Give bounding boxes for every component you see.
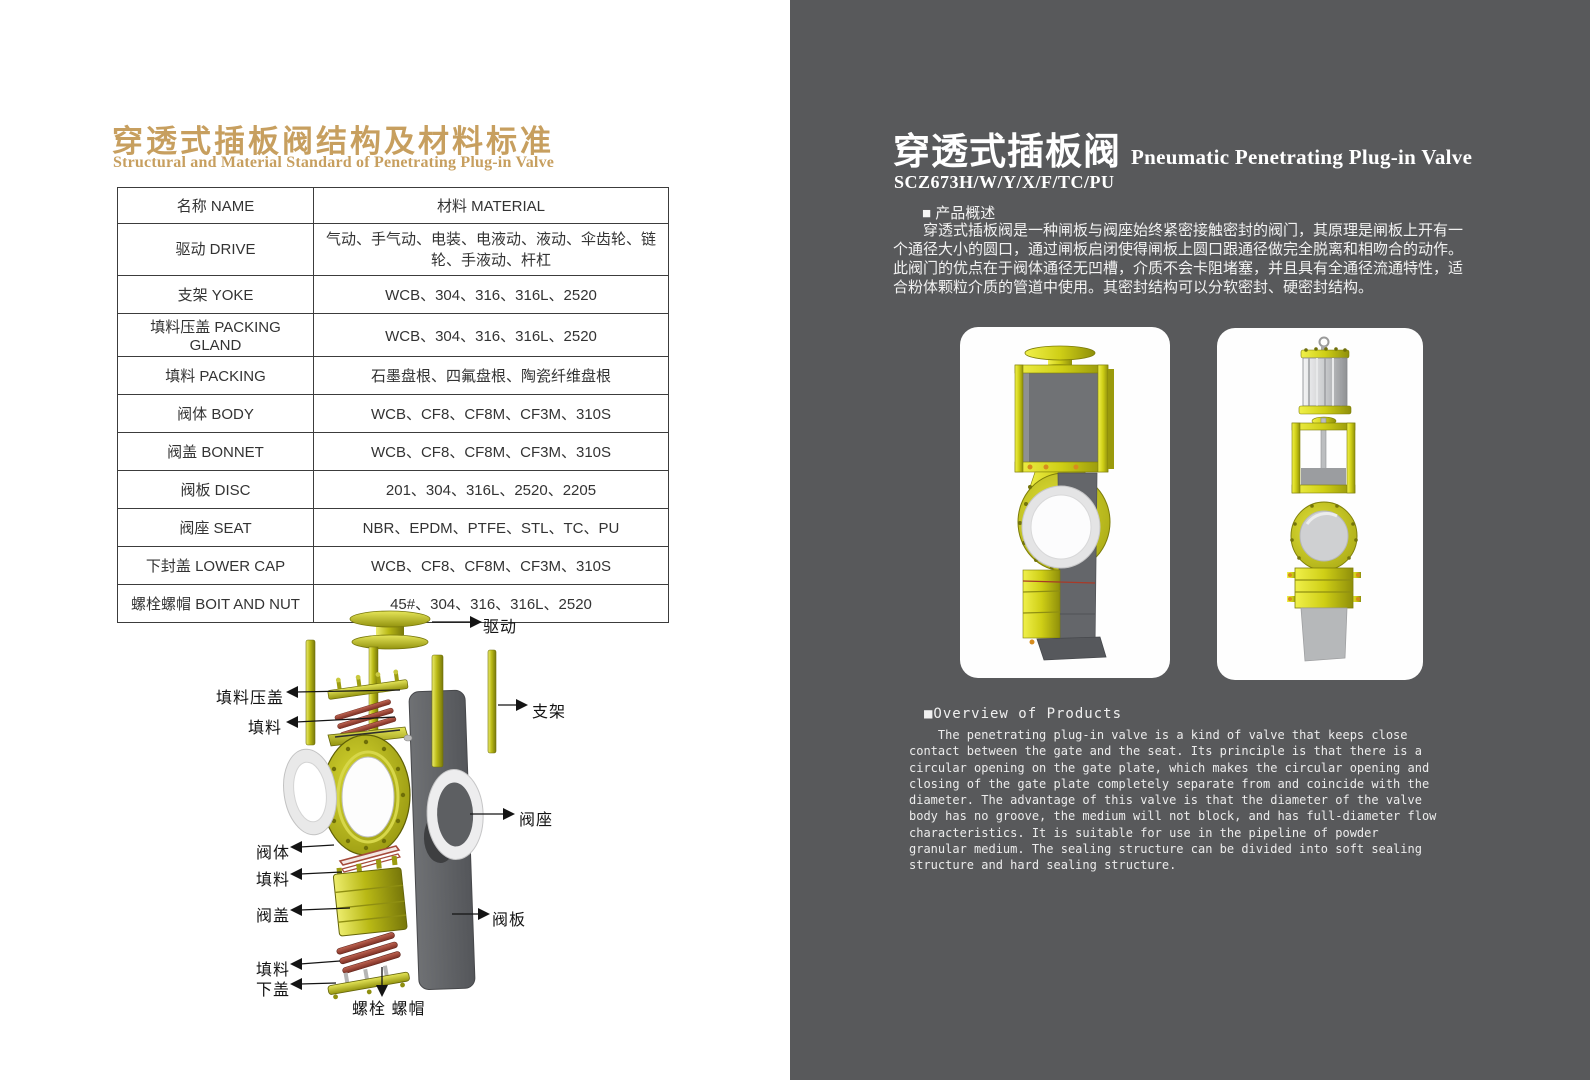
label-body: 阀体 <box>256 845 291 862</box>
row-name: 填料压盖 PACKING GLAND <box>117 313 314 357</box>
label-packing-2: 填料 <box>256 872 291 889</box>
valve-body-art <box>321 726 413 856</box>
product-image-card-1 <box>960 327 1170 678</box>
row-material: WCB、CF8、CF8M、CF3M、310S <box>313 546 669 585</box>
row-name: 支架 YOKE <box>117 275 314 314</box>
row-name: 阀体 BODY <box>117 394 314 433</box>
label-drive: 驱动 <box>483 619 518 636</box>
product-image-card-2 <box>1217 328 1423 680</box>
label-packing-1: 填料 <box>248 720 283 737</box>
row-name: 下封盖 LOWER CAP <box>117 546 314 585</box>
exploded-valve-diagram <box>283 610 528 1000</box>
yoke-rod-mid <box>431 654 444 768</box>
packing-rods-lower <box>336 932 401 974</box>
product-title-row: 穿透式插板阀 Pneumatic Penetrating Plug-in Val… <box>893 121 1472 175</box>
row-name: 阀盖 BONNET <box>117 432 314 471</box>
packing-rings-thin <box>338 845 401 873</box>
header-name: 名称 NAME <box>117 187 314 224</box>
table-row: 填料压盖 PACKING GLAND WCB、304、316、316L、2520 <box>117 313 669 357</box>
header-material: 材料 MATERIAL <box>313 187 669 224</box>
gate-plate-art <box>408 689 484 990</box>
label-bonnet: 阀盖 <box>256 908 291 925</box>
label-bolt-nut: 螺栓 螺帽 <box>352 1001 426 1018</box>
table-header-row: 名称 NAME 材料 MATERIAL <box>117 187 669 224</box>
material-spec-table: 名称 NAME 材料 MATERIAL 驱动 DRIVE 气动、手气动、电装、电… <box>117 187 669 623</box>
row-material: WCB、304、316、316L、2520 <box>313 275 669 314</box>
label-yoke: 支架 <box>532 704 567 721</box>
page-title: 穿透式插板阀结构及材料标准 <box>112 124 554 159</box>
table-row: 阀板 DISC 201、304、316L、2520、2205 <box>117 470 669 509</box>
row-material: WCB、CF8、CF8M、CF3M、310S <box>313 394 669 433</box>
row-name: 阀板 DISC <box>117 470 314 509</box>
right-page: 穿透式插板阀 Pneumatic Penetrating Plug-in Val… <box>790 0 1590 1080</box>
row-material: WCB、CF8、CF8M、CF3M、310S <box>313 432 669 471</box>
yoke-rod-right <box>487 649 497 754</box>
row-name: 螺栓螺帽 BOIT AND NUT <box>117 584 314 623</box>
row-material: 石墨盘根、四氟盘根、陶瓷纤维盘根 <box>313 356 669 395</box>
label-disc: 阀板 <box>492 912 527 929</box>
yoke-rod-left <box>305 639 316 746</box>
table-row: 填料 PACKING 石墨盘根、四氟盘根、陶瓷纤维盘根 <box>117 356 669 395</box>
left-page: 穿透式插板阀结构及材料标准 Structural and Material St… <box>0 0 790 1080</box>
label-packing-3: 填料 <box>256 962 291 979</box>
row-material: 201、304、316L、2520、2205 <box>313 470 669 509</box>
product-model-code: SCZ673H/W/Y/X/F/TC/PU <box>894 172 1115 192</box>
label-seat: 阀座 <box>519 812 554 829</box>
bonnet-art <box>332 855 408 937</box>
row-material: NBR、EPDM、PTFE、STL、TC、PU <box>313 508 669 547</box>
packing-gland-art <box>327 669 409 700</box>
row-material: WCB、304、316、316L、2520 <box>313 313 669 357</box>
row-name: 阀座 SEAT <box>117 508 314 547</box>
table-row: 驱动 DRIVE 气动、手气动、电装、电液动、液动、伞齿轮、链轮、手液动、杆杠 <box>117 223 669 276</box>
table-row: 阀盖 BONNET WCB、CF8、CF8M、CF3M、310S <box>117 432 669 471</box>
label-packing-gland: 填料压盖 <box>216 690 285 707</box>
product-title-cn: 穿透式插板阀 <box>893 131 1121 172</box>
valve-render-2 <box>1287 336 1361 662</box>
seat-ring-art <box>283 748 337 836</box>
row-material: 气动、手气动、电装、电液动、液动、伞齿轮、链轮、手液动、杆杠 <box>313 223 669 276</box>
page-subtitle: Structural and Material Standard of Pene… <box>113 154 555 171</box>
callout-arrows <box>286 616 528 997</box>
valve-render-1 <box>1014 345 1114 661</box>
overview-cn-paragraph: 穿透式插板阀是一种闸板与阀座始终紧密接触密封的阀门，其原理是闸板上开有一个通径大… <box>893 222 1464 296</box>
table-row: 阀座 SEAT NBR、EPDM、PTFE、STL、TC、PU <box>117 508 669 547</box>
label-lower-cap: 下盖 <box>256 982 291 999</box>
table-row: 支架 YOKE WCB、304、316、316L、2520 <box>117 275 669 314</box>
overview-cn-heading: ■ 产品概述 <box>922 205 996 222</box>
overview-en-paragraph: The penetrating plug-in valve is a kind … <box>909 728 1437 873</box>
table-row: 阀体 BODY WCB、CF8、CF8M、CF3M、310S <box>117 394 669 433</box>
table-row: 下封盖 LOWER CAP WCB、CF8、CF8M、CF3M、310S <box>117 546 669 585</box>
overview-en-heading: ■Overview of Products <box>924 706 1123 722</box>
lower-cap-art <box>327 965 410 1000</box>
row-name: 填料 PACKING <box>117 356 314 395</box>
row-name: 驱动 DRIVE <box>117 223 314 276</box>
product-title-en: Pneumatic Penetrating Plug-in Valve <box>1131 145 1473 169</box>
